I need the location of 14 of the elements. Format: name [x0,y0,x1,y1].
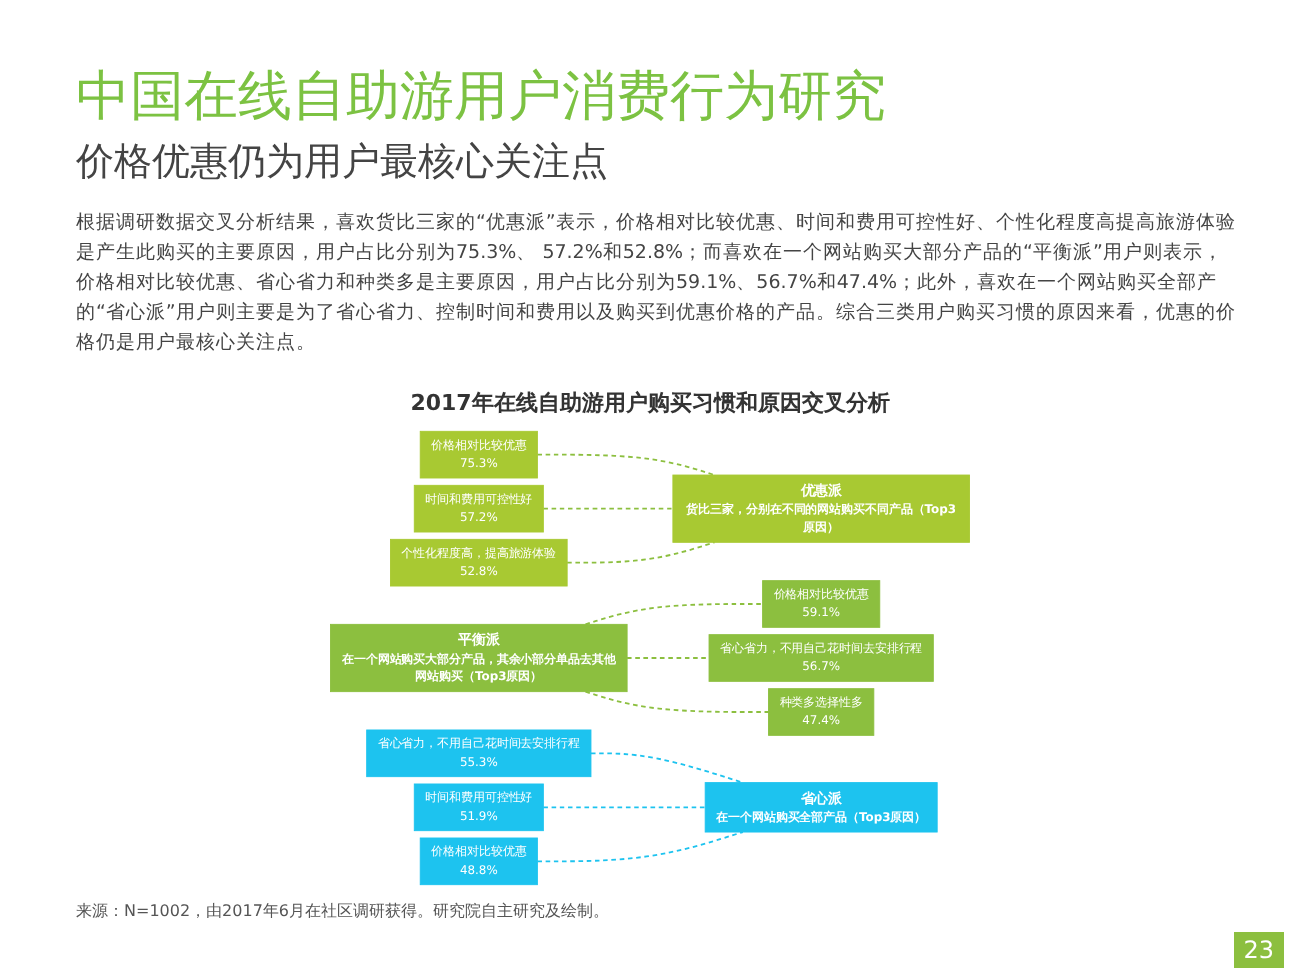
page-title: 中国在线自助游用户消费行为研究 [76,64,886,132]
subtitle: 价格优惠仍为用户最核心关注点 [76,138,608,188]
connector [584,603,764,626]
connector [590,752,744,784]
connector [566,541,716,564]
source-note: 来源：N=1002，由2017年6月在社区调研获得。研究院自主研究及绘制。 [76,900,609,922]
connector [542,806,707,809]
connector [626,657,710,659]
page-number: 23 [1233,932,1284,968]
connector [584,690,770,713]
connector [542,507,674,510]
chart-title: 2017年在线自助游用户购买习惯和原因交叉分析 [408,388,892,418]
connector [536,453,716,476]
body-paragraph: 根据调研数据交叉分析结果，喜欢货比三家的“优惠派”表示，价格相对比较优惠、时间和费用可控性好、个性化程度高提高旅游体验是产生此购买的主要原因，用户占比分别为75.3%、 57.2%和52.8%；而喜欢在一个网站购买大部分产品的“平衡派”用户则表示，价格相对比较优惠、省心省力和种类多是主要原因，用户占比分别为59.1%、56.7%和47.4%；此外，喜欢在一个网站购买全部产的“省心派”用户则主要是为了省心省力、控制时间和费用以及购买到优惠价格的产品。综合三类用户购买习惯的原因来看，优惠的价格仍是用户最核心关注点。 [76,210,1236,358]
